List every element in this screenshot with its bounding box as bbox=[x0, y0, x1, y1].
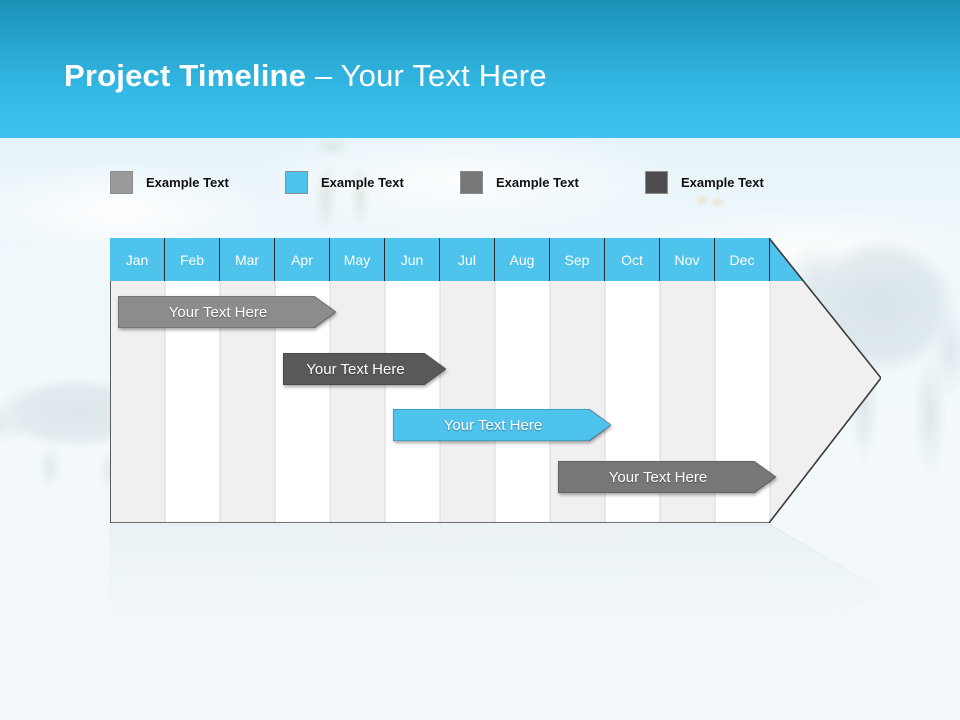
legend-item-label: Example Text bbox=[146, 174, 229, 190]
legend-item-label: Example Text bbox=[496, 174, 579, 190]
month-header-jun[interactable]: Jun bbox=[385, 238, 440, 281]
month-header-aug[interactable]: Aug bbox=[495, 238, 550, 281]
timeline-bar-shape bbox=[393, 409, 611, 441]
timeline-bar-shape bbox=[558, 461, 776, 493]
legend-item-1: Example Text bbox=[110, 168, 229, 196]
month-header-nov[interactable]: Nov bbox=[660, 238, 715, 281]
legend-swatch-dark-gray bbox=[645, 170, 668, 194]
arrow-reflection bbox=[110, 524, 885, 654]
legend-swatch-light-gray bbox=[110, 170, 133, 194]
background-butterfly bbox=[690, 188, 732, 222]
month-header-jan[interactable]: Jan bbox=[110, 238, 165, 281]
legend-item-2: Example Text bbox=[285, 168, 404, 196]
timeline-bar-1[interactable]: Your Text Here bbox=[118, 296, 336, 328]
timeline-bar-4[interactable]: Your Text Here bbox=[558, 461, 776, 493]
reflection-shape bbox=[110, 524, 882, 654]
page-title-light: Your Text Here bbox=[340, 58, 547, 93]
timeline-bar-shape bbox=[118, 296, 336, 328]
page-title-bold: Project Timeline bbox=[64, 58, 307, 93]
legend-item-label: Example Text bbox=[681, 174, 764, 190]
header-band: Project Timeline – Your Text Here bbox=[0, 0, 960, 138]
legend: Example Text Example Text Example Text Exam… bbox=[110, 168, 830, 196]
legend-swatch-cyan bbox=[285, 170, 308, 194]
month-header-apr[interactable]: Apr bbox=[275, 238, 330, 281]
month-header-feb[interactable]: Feb bbox=[165, 238, 220, 281]
legend-swatch-medium-gray bbox=[460, 170, 483, 194]
month-header-mar[interactable]: Mar bbox=[220, 238, 275, 281]
month-header-oct[interactable]: Oct bbox=[605, 238, 660, 281]
legend-item-label: Example Text bbox=[321, 174, 404, 190]
page-title-separator: – bbox=[306, 58, 341, 93]
month-header-sep[interactable]: Sep bbox=[550, 238, 605, 281]
month-header-may[interactable]: May bbox=[330, 238, 385, 281]
timeline-bar-3[interactable]: Your Text Here bbox=[393, 409, 611, 441]
arrow-reflection-inner bbox=[110, 524, 885, 654]
timeline-bar-2[interactable]: Your Text Here bbox=[283, 353, 446, 385]
month-header-dec[interactable]: Dec bbox=[715, 238, 770, 281]
timeline-bar-shape bbox=[283, 353, 446, 385]
legend-item-3: Example Text bbox=[460, 168, 579, 196]
timeline-bar-label: Your Text Here bbox=[168, 303, 268, 321]
legend-item-4: Example Text bbox=[645, 168, 764, 196]
page-title: Project Timeline – Your Text Here bbox=[64, 58, 547, 94]
timeline-bar-label: Your Text Here bbox=[443, 416, 543, 434]
month-header-jul[interactable]: Jul bbox=[440, 238, 495, 281]
timeline-bar-label: Your Text Here bbox=[306, 360, 405, 378]
timeline-bar-label: Your Text Here bbox=[608, 468, 708, 486]
